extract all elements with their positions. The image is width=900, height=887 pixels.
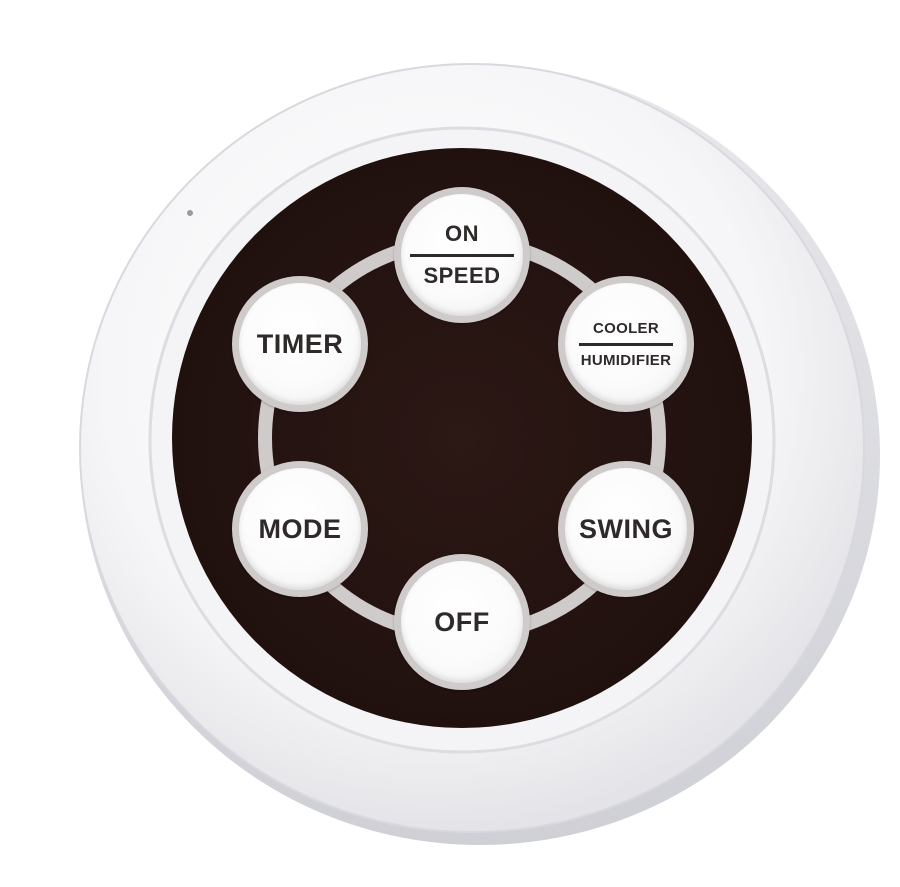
off-button[interactable]: OFF (394, 554, 530, 690)
timer-label: TIMER (256, 328, 344, 359)
on-label: ON (445, 221, 479, 246)
swing-button[interactable]: SWING (558, 461, 694, 597)
swing-label: SWING (579, 513, 673, 544)
on-speed-button[interactable]: ON SPEED (394, 187, 530, 323)
off-label: OFF (434, 606, 490, 637)
timer-button[interactable]: TIMER (232, 276, 368, 412)
divider-line (410, 254, 514, 257)
cooler-label: COOLER (593, 319, 659, 337)
divider-line (579, 342, 673, 346)
cooler-humidifier-button[interactable]: COOLER HUMIDIFIER (558, 276, 694, 412)
mode-button[interactable]: MODE (232, 461, 368, 597)
speed-label: SPEED (423, 263, 501, 288)
mode-label: MODE (258, 513, 342, 544)
humidifier-label: HUMIDIFIER (580, 351, 672, 369)
